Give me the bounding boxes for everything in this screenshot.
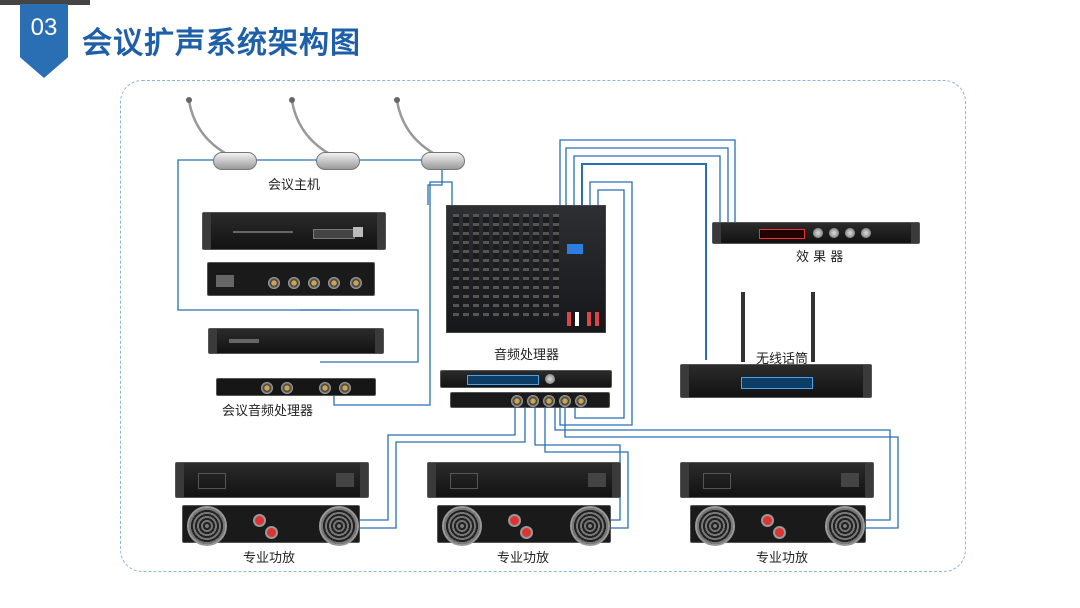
wireless-mic-receiver [680, 364, 872, 398]
fan-icon [570, 506, 610, 546]
label-audio-processor: 音频处理器 [494, 348, 560, 363]
microphone-base-1 [213, 152, 257, 170]
page-title: 会议扩声系统架构图 [82, 26, 361, 61]
label-wireless-mic: 无线话筒 [756, 352, 809, 367]
fan-icon [187, 506, 227, 546]
label-amp-3: 专业功放 [756, 551, 809, 566]
diagram-frame [120, 80, 966, 572]
wire-host-to-processor [300, 309, 419, 363]
amplifier-icon [680, 462, 874, 498]
microphone-base-2 [316, 152, 360, 170]
wire-processor-amp1-b [360, 408, 526, 529]
wire-processor-amp3-b [564, 408, 899, 529]
amplifier-icon [175, 462, 369, 498]
gooseneck-microphone-icon [394, 97, 434, 155]
fan-icon [442, 506, 482, 546]
wire-processor-amp2-b [544, 408, 629, 529]
antenna-icon [741, 292, 815, 362]
effects-unit [712, 222, 920, 244]
microphone-base-3 [421, 152, 465, 170]
mixer-icon [446, 205, 606, 333]
wire-processor-amp3-a [554, 408, 891, 521]
wire-mixer-effects-a [559, 139, 736, 222]
wire-mic-to-host [177, 159, 340, 311]
label-conference-host: 会议主机 [268, 178, 321, 193]
wire-processor-amp2-a [534, 408, 621, 521]
amplifier-2-rear [437, 505, 611, 546]
audio-processor-rear [450, 392, 610, 408]
wire-mixer-effects-c [573, 155, 721, 222]
section-number: 03 [30, 14, 58, 41]
gooseneck-microphone-icon [186, 97, 226, 155]
wire-mixer-processor-a [559, 181, 633, 426]
label-amp-1: 专业功放 [243, 551, 296, 566]
rack-unit-icon [208, 328, 384, 354]
fan-icon [319, 506, 359, 546]
fan-icon [825, 506, 865, 546]
label-conference-audio-processor: 会议音频处理器 [222, 404, 314, 419]
audio-processor-front [440, 370, 612, 388]
conference-host-rear-panel [207, 262, 375, 296]
wire-mixer-processor-b [574, 189, 625, 419]
wire-processor-to-mixer [333, 181, 453, 406]
gooseneck-microphone-icon [289, 97, 329, 155]
fan-icon [695, 506, 735, 546]
wire-processor-amp1-a [360, 408, 516, 521]
label-effects-unit: 效 果 器 [796, 250, 844, 265]
wire-mixer-wireless [581, 163, 707, 360]
amplifier-1-rear [182, 505, 360, 546]
wire-mic3-mixer [427, 170, 443, 205]
label-amp-2: 专业功放 [497, 551, 550, 566]
amplifier-3-rear [690, 505, 866, 546]
conference-audio-processor-unit [216, 378, 376, 396]
conference-host-unit [202, 212, 386, 250]
top-accent-bar [0, 0, 90, 5]
wire-mixer-effects-b [565, 147, 729, 222]
amplifier-icon [427, 462, 621, 498]
